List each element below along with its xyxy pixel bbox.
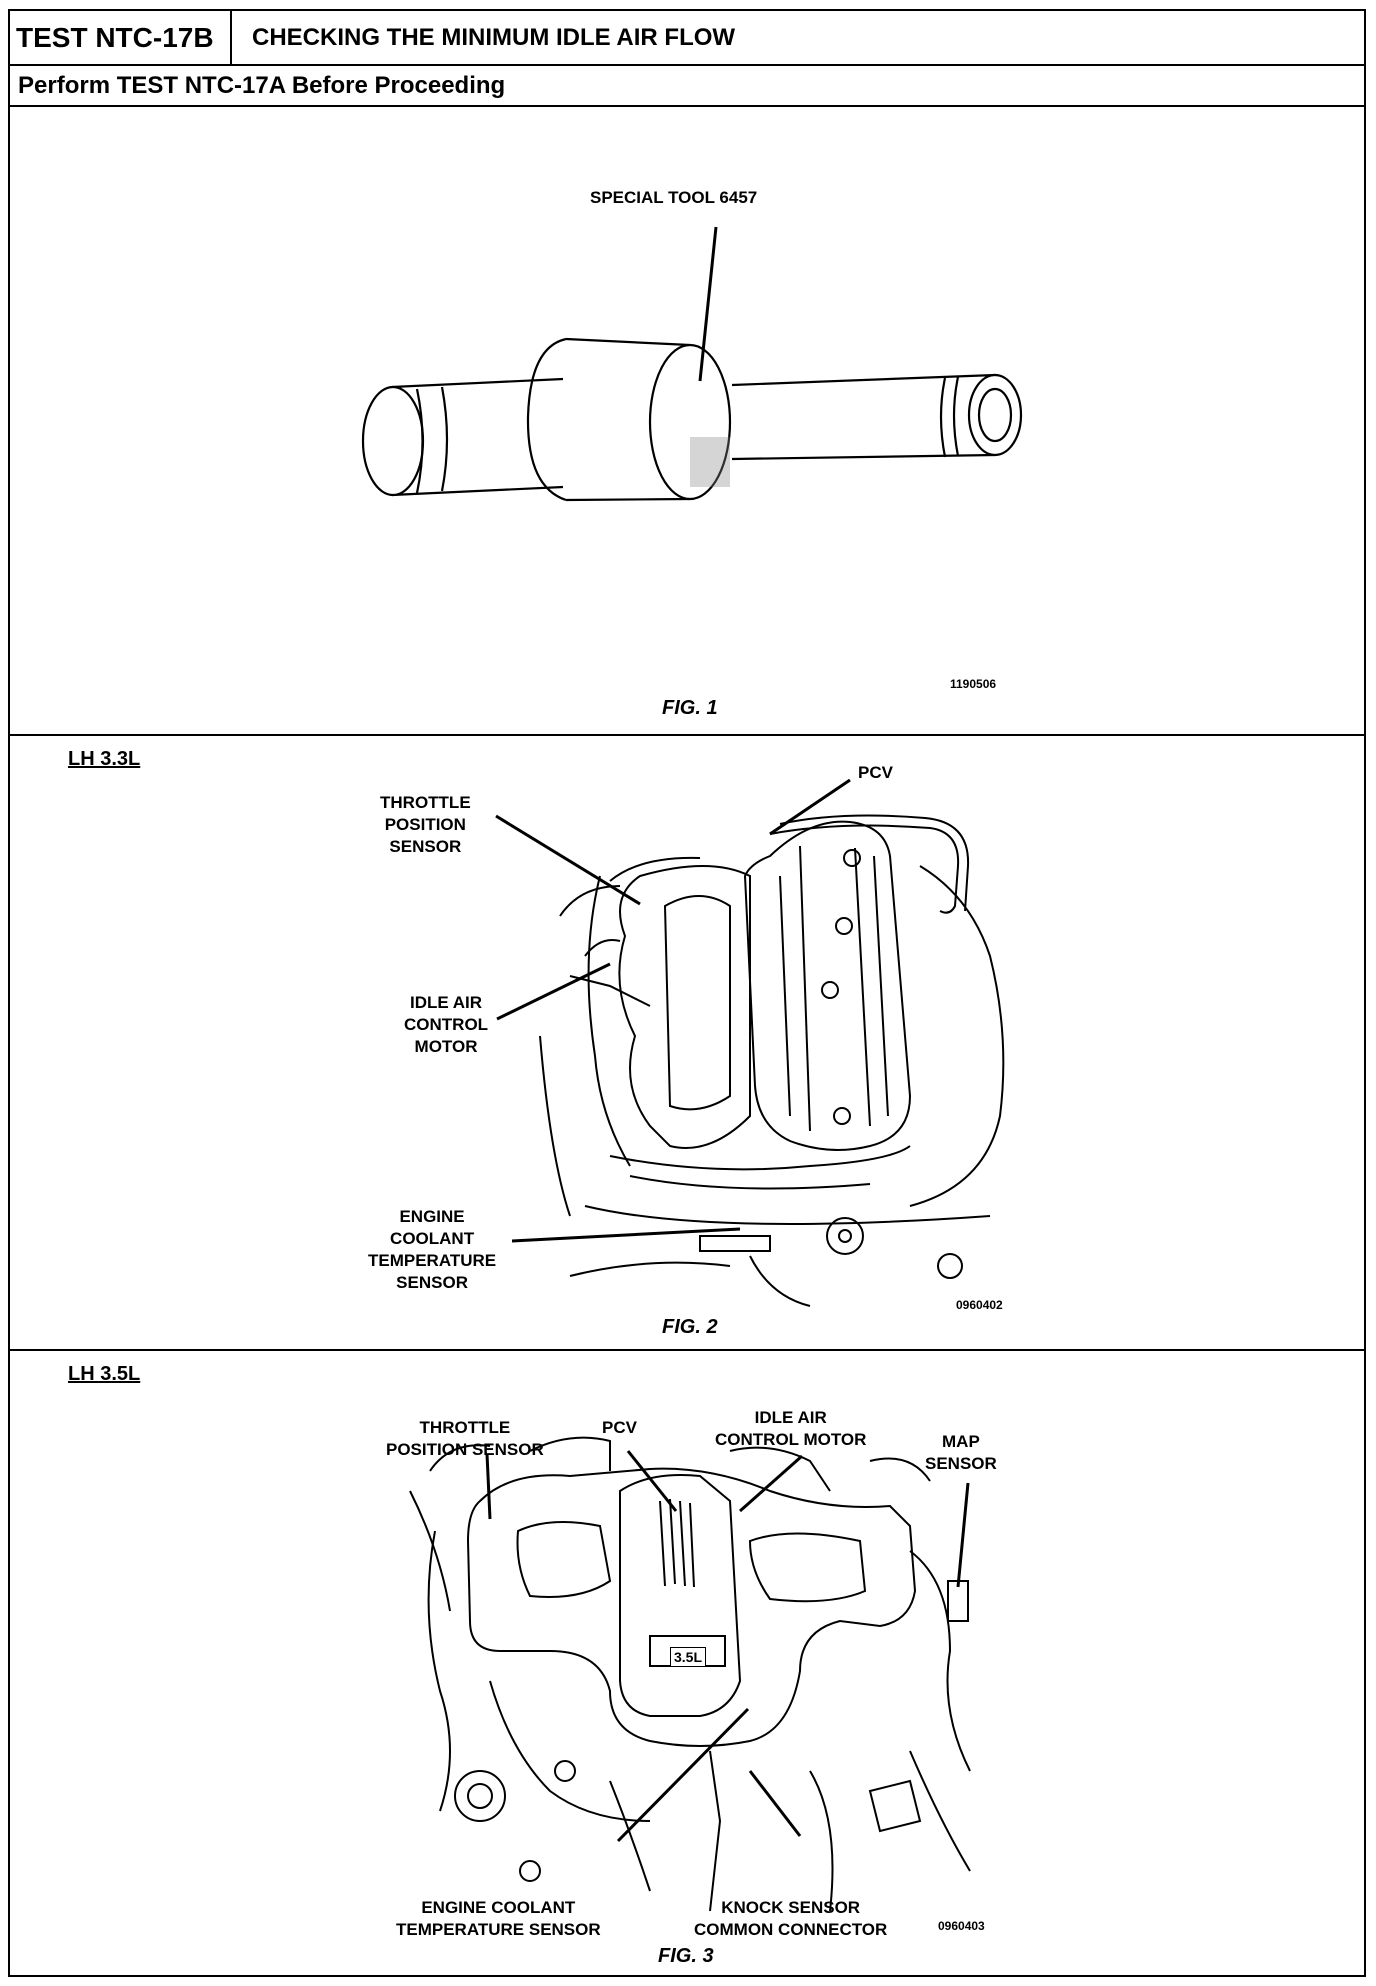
test-id: TEST NTC-17B bbox=[10, 11, 232, 64]
callout-idle-air-control-motor: IDLE AIR CONTROL MOTOR bbox=[715, 1408, 867, 1449]
callout-special-tool: SPECIAL TOOL 6457 bbox=[590, 188, 758, 207]
prerequisite-row: Perform TEST NTC-17A Before Proceeding bbox=[10, 66, 1364, 107]
engine-3-3l-illustration bbox=[495, 778, 1005, 1307]
callout-throttle-position-sensor: THROTTLE POSITION SENSOR bbox=[386, 1418, 544, 1459]
test-title: CHECKING THE MINIMUM IDLE AIR FLOW bbox=[252, 24, 736, 51]
figure-2-id: 0960402 bbox=[956, 1298, 1003, 1312]
figure-1-id: 1190506 bbox=[950, 677, 997, 691]
callout-pcv: PCV bbox=[602, 1418, 637, 1437]
special-tool-illustration bbox=[361, 226, 1023, 502]
section-label-3-3l: LH 3.3L bbox=[68, 748, 141, 770]
callout-throttle-position-sensor: THROTTLE POSITION SENSOR bbox=[380, 793, 471, 856]
engine-3-5l-illustration bbox=[409, 1436, 971, 1912]
callout-engine-coolant-temperature-sensor: ENGINE COOLANT TEMPERATURE SENSOR bbox=[368, 1207, 497, 1292]
callout-idle-air-control-motor: IDLE AIR CONTROL MOTOR bbox=[404, 993, 489, 1056]
figure-2-panel: LH 3.3L bbox=[10, 736, 1364, 1351]
engine-badge: 3.5L bbox=[670, 1647, 707, 1667]
callout-engine-coolant-temperature-sensor: ENGINE COOLANT TEMPERATURE SENSOR bbox=[396, 1898, 601, 1939]
callout-pcv: PCV bbox=[858, 763, 893, 782]
figure-1-caption: FIG. 1 bbox=[662, 697, 718, 719]
figure-3-panel: LH 3.5L bbox=[10, 1351, 1364, 1975]
prerequisite-text: Perform TEST NTC-17A Before Proceeding bbox=[18, 72, 506, 99]
document-frame: TEST NTC-17B CHECKING THE MINIMUM IDLE A… bbox=[8, 9, 1366, 1977]
figure-3-id: 0960403 bbox=[938, 1919, 985, 1933]
figure-2-caption: FIG. 2 bbox=[662, 1316, 718, 1338]
figure-3-caption: FIG. 3 bbox=[658, 1945, 714, 1967]
figure-1-panel: SPECIAL TOOL 6457 1190506 FIG. 1 bbox=[10, 107, 1364, 736]
callout-knock-sensor-connector: KNOCK SENSOR COMMON CONNECTOR bbox=[694, 1898, 888, 1939]
title-row: TEST NTC-17B CHECKING THE MINIMUM IDLE A… bbox=[10, 11, 1364, 66]
section-label-3-5l: LH 3.5L bbox=[68, 1363, 141, 1385]
callout-map-sensor: MAP SENSOR bbox=[925, 1432, 997, 1473]
